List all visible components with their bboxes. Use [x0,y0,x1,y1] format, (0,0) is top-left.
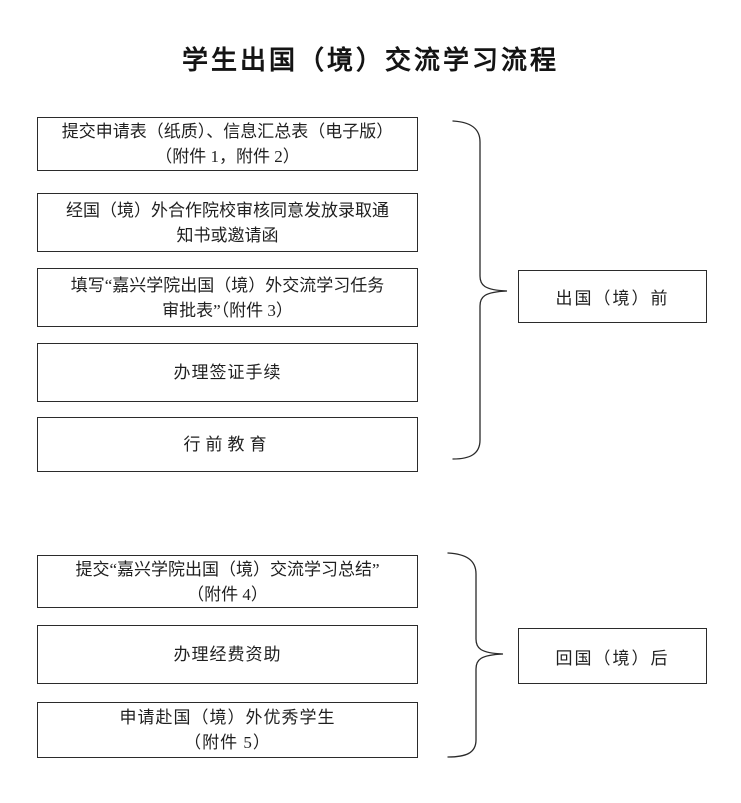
step-text-line: （附件 4） [187,584,268,604]
step-text-line: 办理签证手续 [173,363,282,382]
step-text-line: 经国（境）外合作院校审核同意发放录取通 [66,200,389,220]
step-task-approval-form: 填写“嘉兴学院出国（境）外交流学习任务 审批表”（附件 3） [37,268,418,327]
group-label-text: 出国（境）前 [555,289,670,308]
step-pre-departure-education: 行前教育 [37,417,418,472]
step-text-line: 审批表”（附件 3） [162,300,293,320]
step-admission-notice: 经国（境）外合作院校审核同意发放录取通 知书或邀请函 [37,193,418,252]
step-text-line: 申请赴国（境）外优秀学生 [119,708,336,727]
curly-brace-after-icon [447,552,504,758]
step-text-line: 填写“嘉兴学院出国（境）外交流学习任务 [70,275,385,295]
step-text-line: （附件 1，附件 2） [155,147,300,166]
step-visa-procedures: 办理签证手续 [37,343,418,402]
curly-brace-before-icon [452,120,508,460]
group-label-after-return: 回国（境）后 [518,628,707,684]
step-submit-study-summary: 提交“嘉兴学院出国（境）交流学习总结” （附件 4） [37,555,418,608]
step-funding-support: 办理经费资助 [37,625,418,684]
step-text-line: 提交“嘉兴学院出国（境）交流学习总结” [75,559,380,579]
step-text-line: 行前教育 [183,435,272,454]
page-title: 学生出国（境）交流学习流程 [181,46,559,75]
group-label-before-departure: 出国（境）前 [518,270,707,323]
group-label-text: 回国（境）后 [555,648,670,668]
step-text-line: 办理经费资助 [173,645,282,664]
step-outstanding-student-application: 申请赴国（境）外优秀学生 （附件 5） [37,702,418,758]
step-text-line: （附件 5） [184,733,271,752]
step-text-line: 知书或邀请函 [176,225,279,245]
step-text-line: 提交申请表（纸质）、信息汇总表（电子版） [61,122,394,141]
step-submit-application-forms: 提交申请表（纸质）、信息汇总表（电子版） （附件 1，附件 2） [37,117,418,171]
